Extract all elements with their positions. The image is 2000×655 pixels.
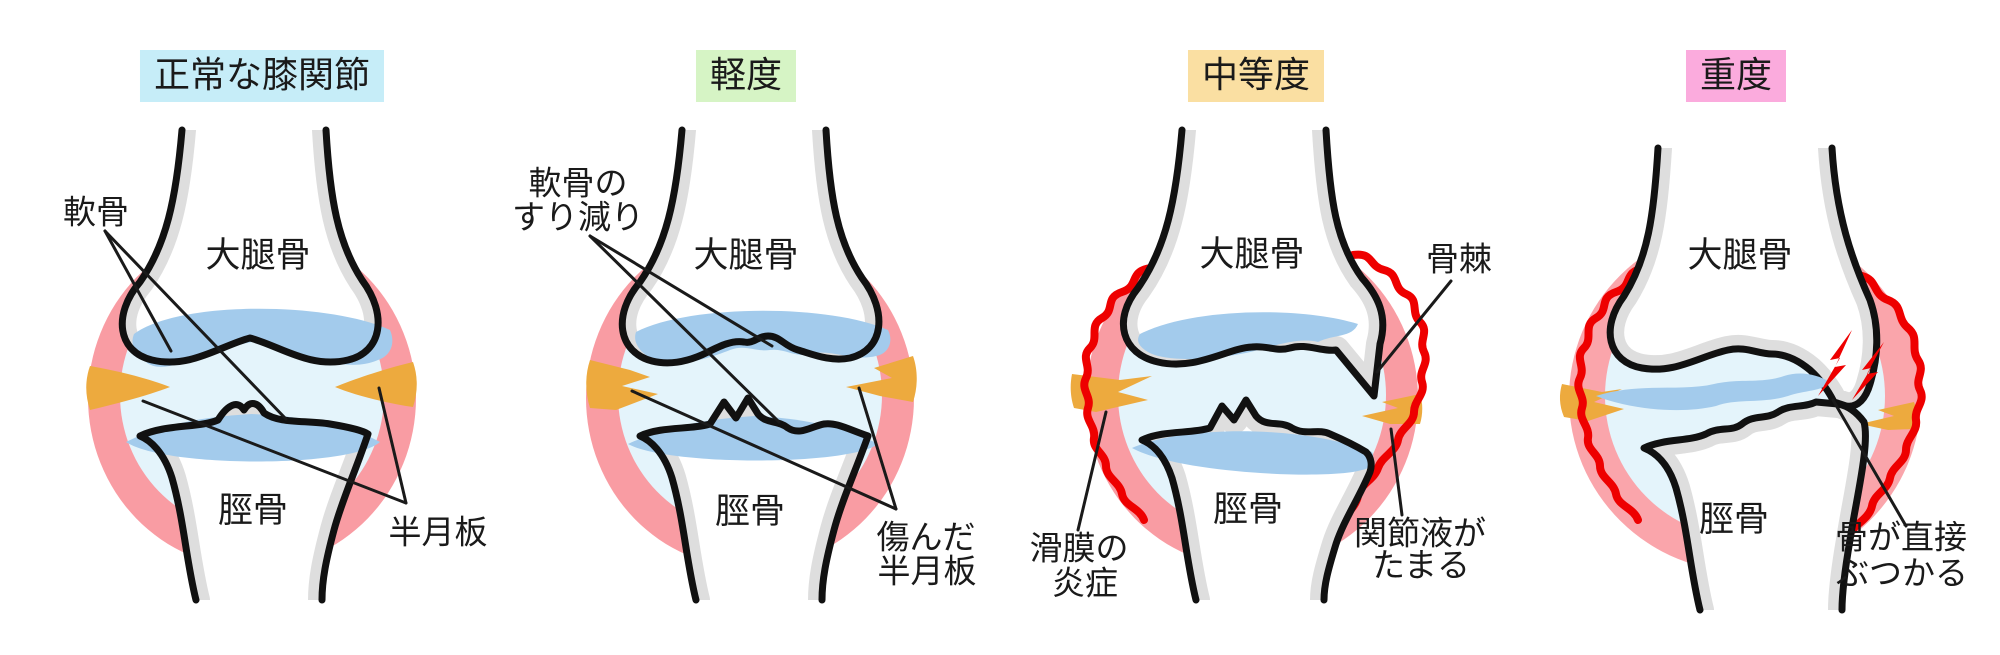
- tibia-label: 脛骨: [1213, 490, 1283, 530]
- femur-outline: [118, 126, 382, 366]
- tibia-outline: [1640, 398, 1869, 614]
- femur-bone: [1606, 144, 1881, 410]
- stage-title-badge: 正常な膝関節: [139, 50, 385, 102]
- panel-mild: 軽度: [500, 0, 1000, 655]
- meniscus-leader-line-2: [377, 386, 408, 505]
- knee-illustration-normal: 軟骨 大腿骨 脛骨 半月板: [63, 126, 488, 604]
- femur-cartilage-thin: [1138, 312, 1358, 359]
- femur-bone: [118, 126, 393, 367]
- inflamed-synovium: [1574, 257, 1926, 532]
- synovium-wavy-right: [1340, 250, 1430, 522]
- synovitis-label-line1: 滑膜の: [1030, 529, 1129, 568]
- cartilage-wear-label-line2: すり減り: [512, 198, 644, 237]
- femur-outline: [618, 126, 883, 367]
- pain-bolt-icon: [1852, 342, 1884, 400]
- stage-title-badge: 中等度: [1187, 50, 1325, 102]
- wear-leader-line-1: [588, 234, 774, 348]
- annotations: 大腿骨 脛骨 骨が直接 ぶつかる: [1687, 236, 1968, 593]
- bone-contact-label-line1: 骨が直接: [1835, 518, 1967, 557]
- synovitis-label-line2: 炎症: [1052, 564, 1118, 603]
- tibia-label: 脛骨: [715, 492, 785, 532]
- annotations: 骨棘 大腿骨 脛骨 滑膜の 炎症 関節液が たまる: [1030, 235, 1493, 603]
- meniscus-right: [335, 362, 417, 407]
- meniscus-left-torn: [586, 360, 658, 410]
- knee-illustration-moderate: 骨棘 大腿骨 脛骨 滑膜の 炎症 関節液が たまる: [1030, 126, 1493, 604]
- tibia-outline: [1138, 396, 1375, 604]
- bone-contact-label-line2: ぶつかる: [1836, 554, 1968, 593]
- menisci: [86, 362, 417, 410]
- osteophyte-label: 骨棘: [1426, 240, 1492, 279]
- femur-label: 大腿骨: [205, 236, 310, 276]
- femur-fill: [1610, 148, 1877, 407]
- tibia-label: 脛骨: [1699, 500, 1769, 540]
- cartilage-leader-line-2: [103, 229, 288, 421]
- tibia-outline: [636, 394, 872, 604]
- meniscus-right-remnant: [1362, 394, 1423, 424]
- damaged-meniscus-label-line2: 半月板: [878, 552, 977, 591]
- panel-severe: 重度: [1500, 0, 2000, 655]
- damaged-meniscus-leader-1: [630, 389, 898, 511]
- cartilage-wear-label-line1: 軟骨の: [529, 164, 628, 203]
- femur-bone: [618, 126, 891, 367]
- femur-cartilage: [132, 308, 393, 367]
- annotations: 軟骨 大腿骨 脛骨 半月板: [63, 193, 488, 552]
- tibia-outline: [136, 400, 372, 604]
- femur-outline-with-osteophyte: [1119, 126, 1387, 400]
- tibia-cartilage-thin: [1132, 431, 1374, 475]
- wear-leader-line-2: [588, 234, 781, 424]
- synovium-wavy-left: [1574, 264, 1648, 524]
- bone-contact-leader-line: [1831, 398, 1908, 528]
- osteophyte-leader-line: [1375, 279, 1453, 374]
- meniscus-left: [86, 366, 170, 410]
- effusion-leader-line: [1389, 427, 1404, 517]
- meniscus-leader-line-1: [141, 399, 408, 505]
- cartilage-label: 軟骨: [63, 193, 129, 232]
- femur-label: 大腿骨: [693, 236, 798, 276]
- synovium-wavy-left: [1080, 264, 1154, 524]
- tibia-bone: [1596, 373, 1869, 614]
- knee-illustration-mild: 軟骨の すり減り 大腿骨 脛骨 傷んだ 半月板: [512, 126, 977, 604]
- knee-illustration-severe: 大腿骨 脛骨 骨が直接 ぶつかる: [1559, 144, 1968, 614]
- damaged-meniscus-leader-2: [857, 386, 898, 511]
- femur-label: 大腿骨: [1199, 235, 1304, 275]
- femur-label: 大腿骨: [1687, 236, 1792, 276]
- meniscus-right-torn: [846, 356, 917, 402]
- panel-normal: 正常な膝関節: [0, 0, 500, 655]
- panel-moderate: 中等度: [1000, 0, 1500, 655]
- tibia-bone: [628, 394, 878, 604]
- stage-title-badge: 軽度: [695, 50, 797, 102]
- tibia-bone: [126, 400, 380, 604]
- cartilage-leader-line-1: [103, 229, 173, 353]
- pain-bolt-icon: [1818, 330, 1852, 396]
- cartilage-remnant: [1596, 373, 1830, 411]
- damaged-meniscus-label-line1: 傷んだ: [877, 518, 976, 557]
- meniscus-right-remnant: [1860, 402, 1917, 430]
- annotations: 軟骨の すり減り 大腿骨 脛骨 傷んだ 半月板: [512, 164, 977, 591]
- stage-title-badge: 重度: [1685, 50, 1787, 102]
- synovitis-leader-line: [1076, 410, 1108, 532]
- femur-outline: [1606, 144, 1881, 410]
- femur-bone: [1119, 126, 1387, 400]
- meniscus-label: 半月板: [389, 513, 488, 552]
- tibia-bone: [1132, 396, 1375, 604]
- tibia-label: 脛骨: [218, 491, 288, 531]
- inflamed-synovium: [1080, 250, 1430, 524]
- pain-flashes: [1818, 330, 1884, 400]
- effusion-label-line2: たまる: [1372, 546, 1470, 585]
- menisci-damaged: [586, 356, 917, 410]
- synovium-wavy-right: [1826, 257, 1926, 532]
- effusion-label-line1: 関節液が: [1354, 514, 1486, 553]
